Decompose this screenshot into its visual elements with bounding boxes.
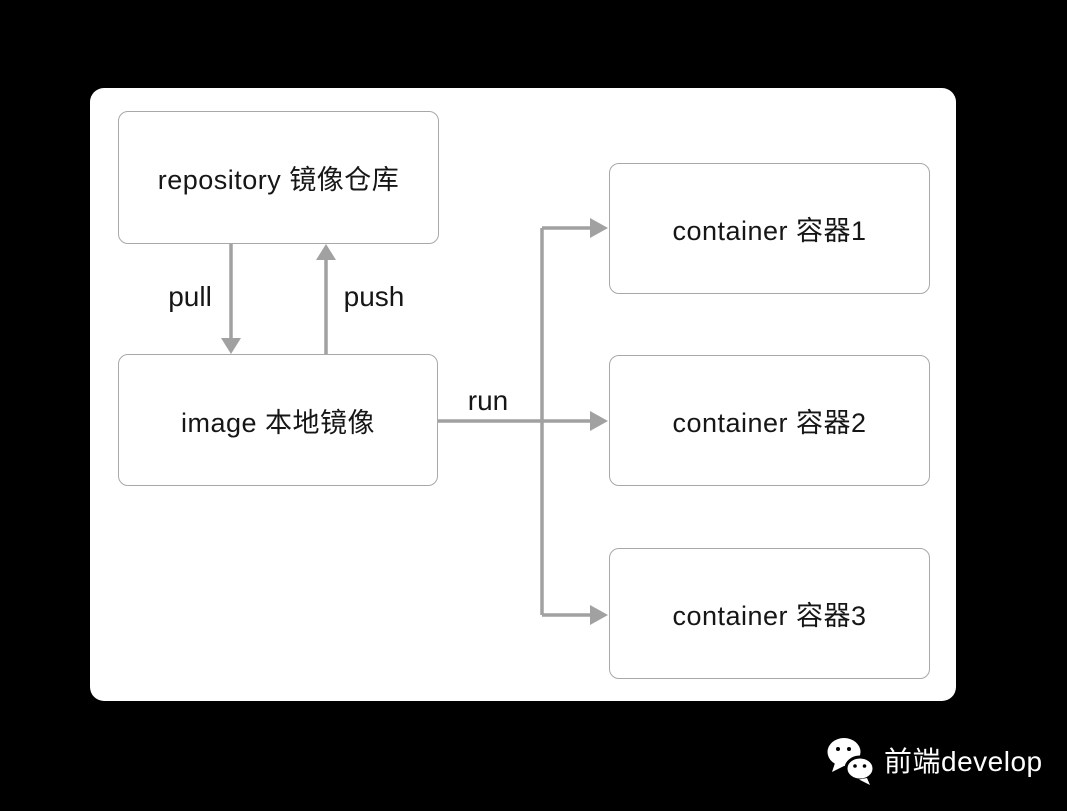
edge-label-run: run bbox=[467, 385, 509, 416]
pull-arrow bbox=[221, 244, 241, 354]
node-container3: container 容器3 bbox=[609, 548, 930, 679]
edge-label-push: push bbox=[343, 281, 405, 312]
edge-label-pull: pull bbox=[168, 281, 212, 312]
node-container1: container 容器1 bbox=[609, 163, 930, 294]
wechat-small-bubble bbox=[844, 755, 876, 785]
run-arrow bbox=[438, 218, 608, 625]
node-container2: container 容器2 bbox=[609, 355, 930, 486]
wechat-icon bbox=[827, 738, 876, 785]
push-arrow bbox=[316, 244, 336, 354]
brand-footer: 前端develop bbox=[826, 736, 1043, 788]
brand-name: 前端develop bbox=[884, 746, 1043, 777]
node-repository: repository 镜像仓库 bbox=[118, 111, 439, 244]
diagram-canvas: repository 镜像仓库 image 本地镜像 container 容器1… bbox=[90, 88, 956, 701]
node-image: image 本地镜像 bbox=[118, 354, 438, 486]
